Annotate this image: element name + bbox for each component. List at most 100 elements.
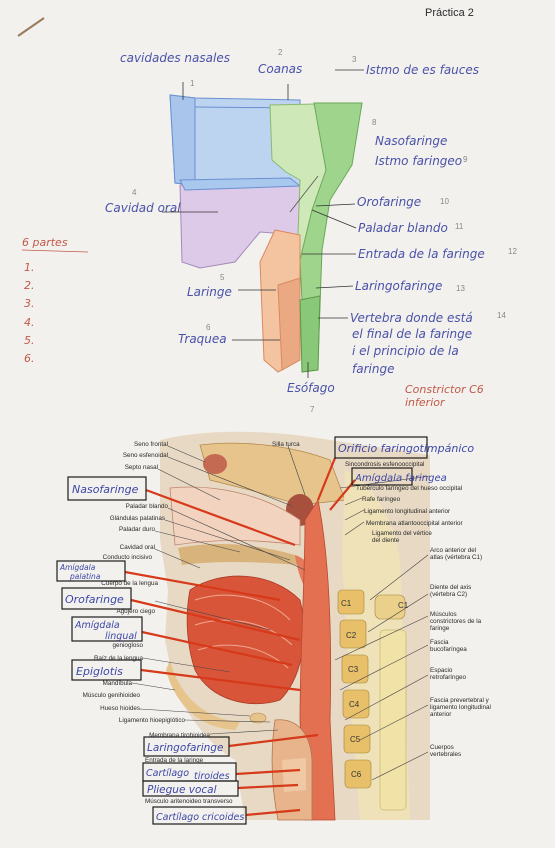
label-paladar-blando: Paladar blando	[358, 221, 448, 235]
vertebra-c3	[341, 654, 369, 684]
lead-agujero	[154, 600, 271, 631]
label-vertebra-3: i el principio de la	[352, 344, 459, 358]
tongue-fibers-1	[194, 594, 291, 621]
boxed-cartilago-cricoides: Cartílago cricoides	[156, 812, 244, 823]
boxed-epiglotis: Epiglotis	[76, 665, 123, 678]
vertebra-c1	[337, 589, 365, 615]
spinal-canal	[379, 629, 407, 811]
print-seno-frontal: Seno frontal	[134, 441, 168, 448]
num-7: 7	[310, 405, 315, 414]
lead-cuerpos	[371, 751, 429, 781]
num-14: 14	[497, 311, 506, 320]
label-laringofaringe-top: Laringofaringe	[355, 279, 442, 293]
print-septo-nasal: Septo nasal	[125, 464, 158, 471]
vertebra-label-c1a: C1	[341, 599, 352, 608]
lead-glandulas	[164, 519, 291, 561]
print-glandulas-palatinas: Glándulas palatinas	[110, 515, 165, 522]
vertebra-label-c6: C6	[351, 770, 362, 779]
partes-item-2: 2.	[24, 279, 35, 292]
leader-orofaringe	[315, 203, 356, 207]
num-8: 8	[372, 118, 377, 127]
label-nasofaringe-top: Nasofaringe	[375, 134, 447, 148]
print-cuerpo-lengua: Cuerpo de la lengua	[101, 580, 158, 587]
boxed-amigdala-faringea: Amígdala faringea	[354, 472, 447, 484]
print-musculos: Músculos constrictores de la faringe	[430, 611, 482, 633]
lead-paladar-duro	[154, 530, 241, 553]
print-paladar-duro: Paladar duro	[119, 526, 156, 533]
boxed-amigdala-palatina-1: Amígdala	[59, 563, 96, 572]
vertebra-label-c3: C3	[348, 665, 359, 674]
lead-diente	[367, 593, 429, 633]
vertebra-label-c1b: C1	[398, 601, 409, 610]
lead-silla-turca	[287, 445, 306, 496]
label-istmo-fauces: Istmo de es fauces	[366, 63, 479, 77]
print-seno-esfenoidal: Seno esfenoidal	[123, 452, 168, 459]
lead-tuberculo	[339, 475, 431, 489]
print-arco-wrap: Arco anterior del atlas (vértebra C1)	[430, 547, 482, 561]
pencil-numbers: 1 2 3 4 5 6 7 8 9 10 11 12 13 14	[132, 48, 517, 414]
label-traquea: Traquea	[178, 332, 227, 346]
num-10: 10	[440, 197, 449, 206]
print-fascia-buco: Fascia bucofaríngea	[430, 639, 467, 654]
frontal-sinus	[203, 454, 227, 474]
print-hioepiglotico: Ligamento hioepiglótico	[119, 717, 186, 724]
box-amigdala-palatina	[56, 560, 126, 582]
pointer-pliegue-vocal	[237, 783, 299, 790]
nasal-cavity	[169, 486, 301, 546]
box-nasofaringe	[67, 476, 147, 501]
box-amigdala-lingual	[71, 616, 143, 642]
boxed-cartilago-tiroides-2: tiroides	[194, 771, 230, 782]
boxed-nasofaringe: Nasofaringe	[72, 483, 139, 496]
pointer-nasofaringe	[145, 488, 296, 547]
num-2: 2	[278, 48, 283, 57]
num-5: 5	[220, 273, 225, 282]
hard-palate	[178, 544, 300, 565]
box-pliegue-vocal	[142, 780, 239, 797]
leader-laringofaringe	[315, 285, 354, 289]
label-orofaringe-top: Orofaringe	[357, 195, 421, 209]
print-cavidad-oral: Cavidad oral	[120, 544, 155, 551]
vertebra-label-c4: C4	[349, 700, 360, 709]
tongue-fibers-2	[194, 619, 293, 646]
lead-fascia-prev	[359, 704, 429, 741]
print-ligamento-longitudinal: Ligamento longitudinal anterior	[364, 508, 450, 515]
print-aritenoideo: Músculo aritenoideo transverso	[145, 798, 233, 805]
lead-seno-esfenoidal	[167, 456, 293, 507]
label-laringe: Laringe	[187, 285, 232, 299]
partes-item-3: 3.	[24, 297, 35, 310]
lead-hioepiglotico	[184, 719, 271, 723]
boxed-amigdala-lingual-2: lingual	[105, 631, 137, 642]
vertebra-label-c5: C5	[350, 735, 361, 744]
lead-espacio	[344, 674, 429, 721]
print-silla-turca: Silla turca	[272, 441, 300, 448]
print-tirohioidea: Membrana tirohioidea	[149, 732, 210, 739]
lead-seno-frontal	[167, 445, 206, 463]
pointer-orofaringe	[130, 598, 301, 642]
label-vertebra-4: faringe	[352, 362, 394, 376]
print-fascia-buco-wrap: Fascia bucofaríngea	[430, 639, 467, 654]
num-13: 13	[456, 284, 465, 293]
num-3: 3	[352, 55, 357, 64]
print-cuerpos-wrap: Cuerpos vertebrales	[430, 744, 462, 759]
lead-hioides	[139, 708, 251, 717]
lead-paladar-blando	[167, 507, 306, 571]
partes-item-6: 6.	[24, 352, 35, 365]
lead-fascia-buco	[339, 644, 429, 691]
label-coanas: Coanas	[258, 62, 302, 76]
lead-cavidad-oral	[154, 548, 201, 569]
boxed-cartilago-tiroides-1: Cartílago	[146, 768, 189, 779]
print-mandibula: Mandíbula	[103, 680, 133, 687]
print-geniogloso: geniogloso	[113, 642, 144, 649]
box-orificio	[334, 436, 428, 459]
pointer-amigdala-lingual	[141, 630, 293, 667]
print-cuerpos: Cuerpos vertebrales	[430, 744, 462, 759]
partes-item-5: 5.	[24, 334, 35, 347]
print-membrana-atlanto: Membrana atlantooccipital anterior	[366, 520, 463, 527]
boxed-laringofaringe: Laringofaringe	[147, 742, 223, 754]
printed-labels-right: Silla turca Sincondrosis esfenooccipital…	[272, 441, 491, 759]
label-vertebra-2: el final de la faringe	[352, 327, 472, 341]
print-diente: Diente del axis (vértebra C2)	[430, 584, 472, 599]
print-espacio: Espacio retrofaríngeo	[430, 667, 467, 682]
partes-title: 6 partes	[22, 236, 68, 249]
label-cavidad-oral: Cavidad oral	[105, 201, 181, 215]
